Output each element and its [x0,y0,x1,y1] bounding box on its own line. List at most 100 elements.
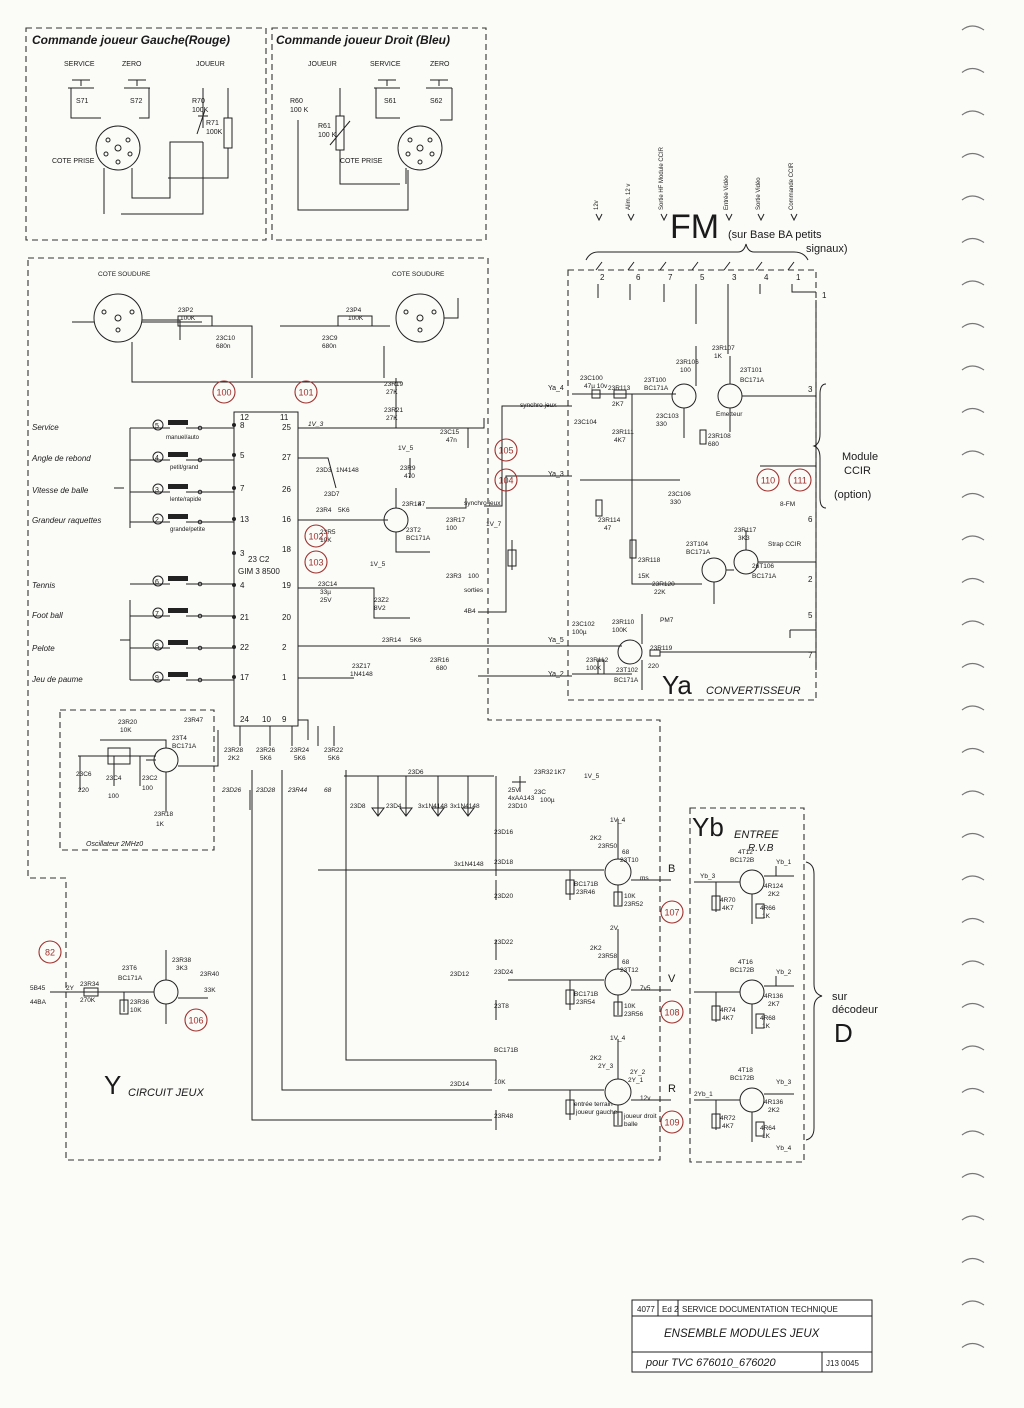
binder-hole-icon [961,1130,985,1136]
label: 23C2 [142,775,158,782]
label: BC172B [730,1075,754,1082]
decoder-label: sur [832,991,848,1003]
oscillator-box [59,709,215,851]
binder-hole-icon [961,1002,985,1009]
binder-hole-icon [961,322,985,329]
label: 1V_5 [584,773,600,780]
label: 23R19 [384,381,404,388]
label: 23R26 [256,747,276,754]
output-r: R [668,1083,676,1095]
pin: 7 [808,651,813,660]
label: COTE PRISE [340,158,383,165]
label: 4K7 [722,1015,734,1022]
label: 23R52 [624,901,644,908]
label: 23D6 [408,769,424,776]
binder-hole-icon [961,662,985,669]
label: 4R68 [760,1015,776,1022]
label: 100µ [540,797,555,804]
label: 2K2 [228,755,240,762]
y-subtitle: CIRCUIT JEUX [128,1087,204,1099]
label: 23C4 [106,775,122,782]
label: 44BA [30,999,47,1006]
label: 33K [204,987,216,994]
binder-hole-icon [961,747,985,754]
label: 100K [348,315,364,322]
binder-hole-icon [961,577,985,584]
label: 2K2 [768,1107,780,1114]
chip-pin-right: 11 [280,413,289,422]
label: 23R22 [324,747,344,754]
fm-input-label: Sortie HF Module CCIR [659,146,665,210]
label: BC171B [494,1047,518,1054]
label: BC171B [574,991,598,998]
label: 23T2 [406,527,421,534]
label: 23R18 [402,501,422,508]
pin: 2 [808,575,813,584]
label: ZERO [122,61,142,68]
label: 100 K [318,132,337,139]
label: 47 [418,501,426,508]
label: 23R34 [80,981,100,988]
label: BC171A [740,377,765,384]
label: 23D10 [508,803,528,810]
label: BC172B [730,857,754,864]
label: S61 [384,98,397,105]
label: 23R18 [154,811,174,818]
label: 1V_4 [610,1035,626,1042]
fm-title: FM [670,208,719,246]
label: 23D26 [221,787,242,794]
binder-hole-icon [961,1215,985,1221]
chip-pin-left: 3 [240,549,245,558]
label: JOUEUR [196,61,225,68]
label: 23R120 [652,581,675,588]
label: 4R124 [764,883,784,890]
label: 1K [762,913,771,920]
label: SERVICE [370,61,401,68]
label: 23R20 [118,719,138,726]
label: 47n [446,437,457,444]
yb-subtitle-1: ENTREE [734,829,779,841]
ref-number: 103 [308,558,323,568]
label: sorties [464,587,484,594]
chip-pin-right: 19 [282,581,291,590]
label: 23Z2 [374,597,389,604]
label: 2K7 [768,1001,780,1008]
label: 23T12 [620,967,639,974]
ya-subtitle: CONVERTISSEUR [706,685,801,697]
game-mode-label: Pelote [32,644,55,653]
ref-circle [304,524,328,548]
switch-sub-label: petit/grand [170,465,198,471]
chip-pin-right: 20 [282,613,291,622]
label: 2Y_2 [630,1069,646,1076]
label: 100 [446,525,457,532]
yb-port: 2Yb_1 [694,1091,713,1098]
label: 23T4 [172,735,187,742]
pin: 5 [808,611,813,620]
binder-hole-icon [961,620,985,626]
binder-hole-icon [961,1045,985,1051]
label: 1K [762,1133,771,1140]
label: 330 [656,421,667,428]
ref-number: 110 [761,476,775,486]
label: 10K [120,727,132,734]
fm-subtitle-1: (sur Base BA petits [728,229,822,241]
label: 1K [714,353,723,360]
binder-hole-icon [961,365,985,371]
label: 5K6 [410,637,422,644]
right-control-panel: Commande joueur Droit (Bleu) JOUEUR SERV… [271,27,487,241]
transistor-23t102-icon [617,639,643,665]
label: 23P4 [346,307,362,314]
label: SERVICE [64,61,95,68]
label: 4R74 [720,1007,736,1014]
label: 1N4148 [336,467,359,474]
label: 680n [216,343,231,350]
ya-title: Ya [662,670,692,700]
switch-number: 7 [155,611,159,618]
label: 23R28 [224,747,244,754]
yb-port: Yb_3 [700,873,716,880]
module-label: (option) [834,489,871,501]
label: 8V2 [374,605,386,612]
label: 25V [320,597,332,604]
game-switch: 9 [130,671,234,683]
ref-number: 100 [216,388,231,398]
